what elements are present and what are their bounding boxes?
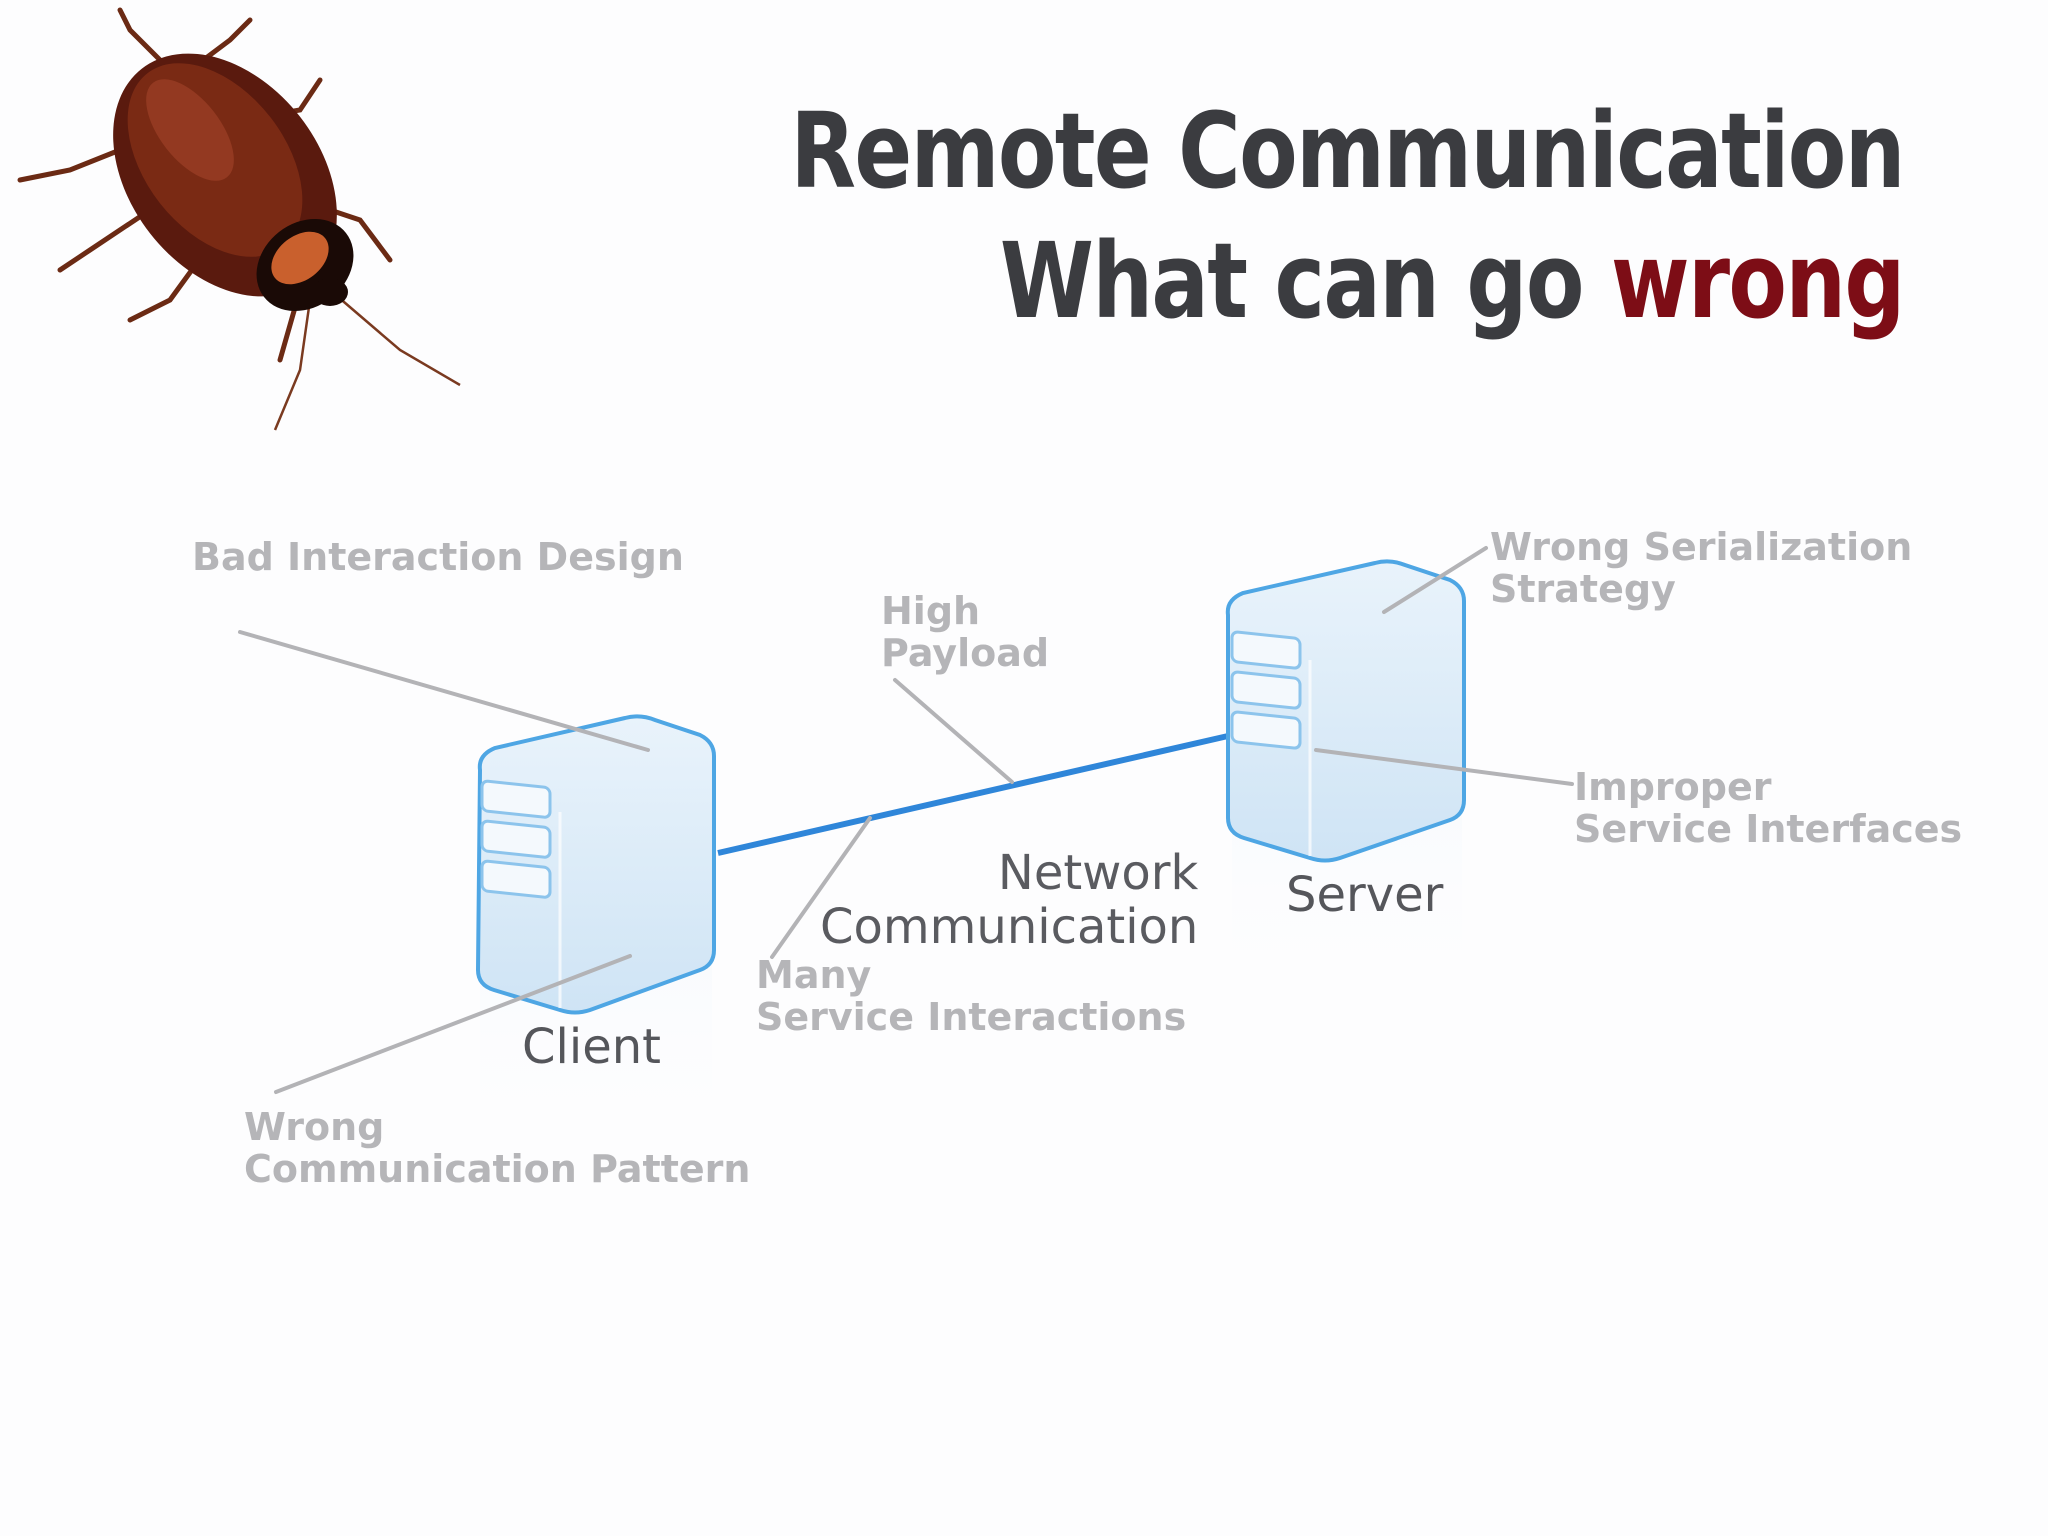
client-server-icon bbox=[475, 714, 716, 1152]
title-line-2: What can go wrong bbox=[791, 216, 1906, 346]
annotation-wrong-serialization: Wrong Serialization Strategy bbox=[1490, 526, 1912, 610]
annotation-wrong-pattern: Wrong Communication Pattern bbox=[244, 1106, 750, 1190]
annotation-high-payload-line-2: Payload bbox=[881, 631, 1050, 675]
slide-title: Remote Communication What can go wrong bbox=[790, 86, 1906, 346]
annotation-wrong-serialization-line-2: Strategy bbox=[1490, 567, 1676, 611]
annotation-high-payload-line-1: High bbox=[881, 589, 981, 633]
client-label: Client bbox=[522, 1019, 661, 1075]
title-line-1: Remote Communication bbox=[790, 90, 1906, 212]
annotation-many-interactions: Many Service Interactions bbox=[756, 954, 1186, 1038]
title-line-2-text: What can go bbox=[1000, 220, 1612, 342]
leader-high-payload bbox=[893, 678, 1014, 784]
leader-bad-interaction bbox=[238, 630, 650, 752]
annotation-improper-interfaces-line-1: Improper bbox=[1574, 765, 1772, 809]
annotation-improper-interfaces: Improper Service Interfaces bbox=[1574, 766, 1962, 850]
annotation-many-interactions-line-2: Service Interactions bbox=[756, 995, 1187, 1039]
annotation-bad-interaction-design: Bad Interaction Design bbox=[192, 535, 684, 579]
annotation-wrong-pattern-line-2: Communication Pattern bbox=[244, 1147, 751, 1191]
network-communication-label: Network Communication bbox=[820, 846, 1198, 954]
network-label-line-2: Communication bbox=[820, 899, 1199, 955]
server-icon bbox=[1225, 559, 1466, 1008]
leader-improper-interfaces bbox=[1314, 748, 1574, 786]
network-label-line-1: Network bbox=[997, 845, 1199, 901]
network-connection-line bbox=[717, 733, 1229, 856]
leader-wrong-pattern bbox=[274, 954, 632, 1094]
annotation-high-payload: High Payload bbox=[881, 590, 1049, 674]
leader-wrong-serialization bbox=[1382, 546, 1488, 614]
annotation-improper-interfaces-line-2: Service Interfaces bbox=[1574, 807, 1963, 851]
title-accent-word: wrong bbox=[1611, 220, 1906, 342]
annotation-wrong-serialization-line-1: Wrong Serialization bbox=[1490, 525, 1913, 569]
server-label: Server bbox=[1286, 867, 1444, 923]
annotation-many-interactions-line-1: Many bbox=[756, 953, 872, 997]
leader-many-interactions bbox=[770, 816, 872, 959]
annotation-wrong-pattern-line-1: Wrong bbox=[244, 1105, 385, 1149]
cockroach-illustration bbox=[17, 7, 461, 431]
